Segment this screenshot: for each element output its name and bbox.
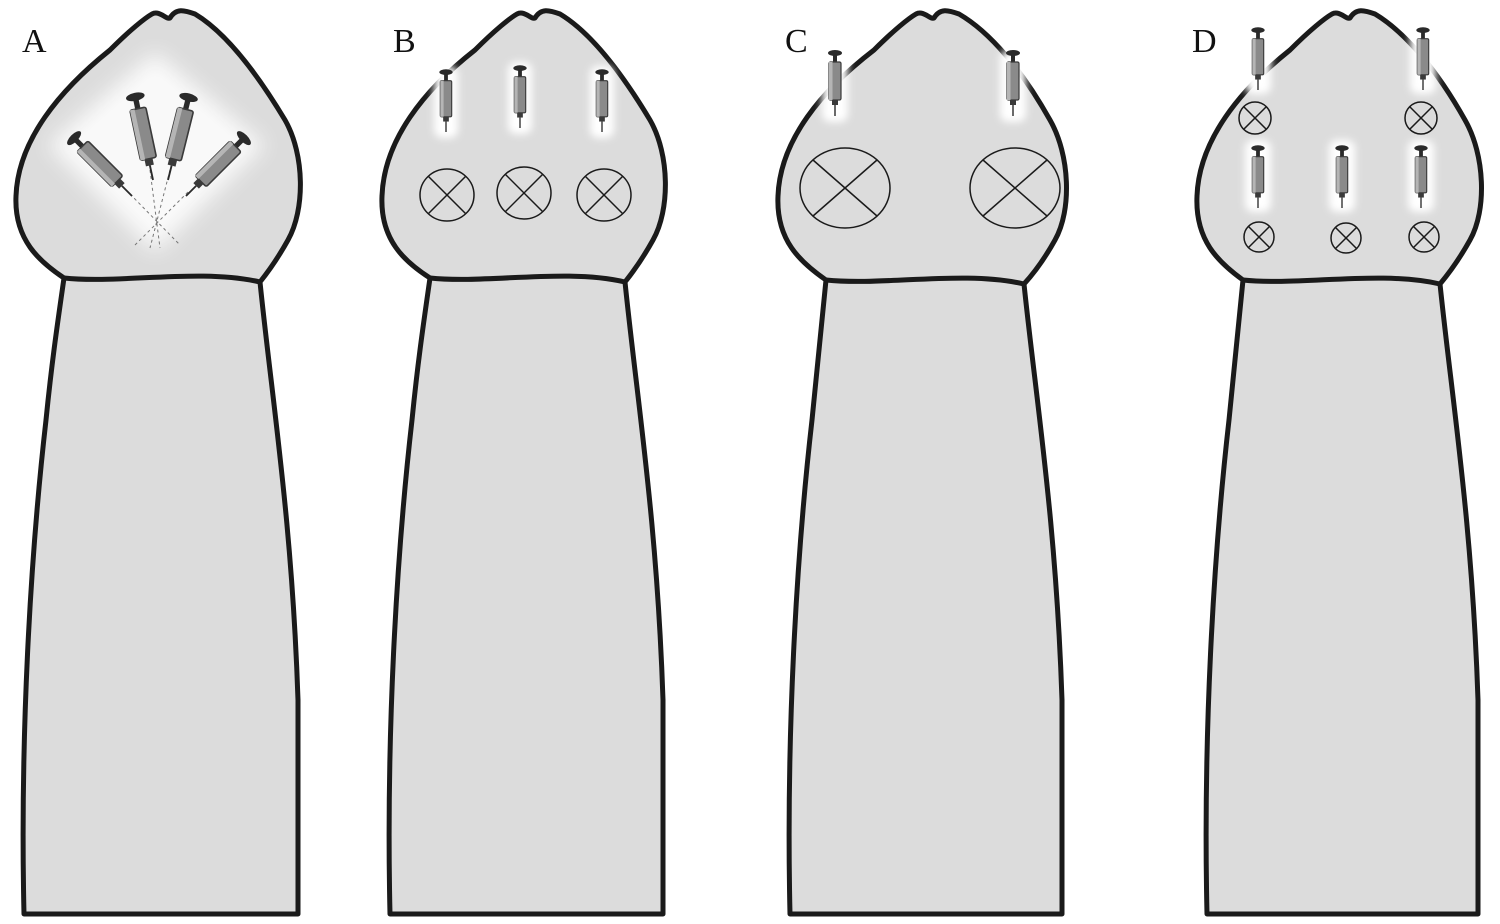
target-c-1-icon [799, 147, 891, 229]
glans-junction-c [825, 275, 1025, 287]
panel-b: B [379, 8, 668, 917]
target-d-3-icon [1243, 221, 1275, 253]
target-b-2-icon [496, 166, 552, 220]
penis-outline-a [13, 8, 303, 917]
panel-label-a: A [22, 23, 47, 60]
target-d-2-icon [1404, 101, 1438, 135]
needle-tracks-a [129, 169, 189, 249]
target-d-5-icon [1408, 221, 1440, 253]
penis-outline-b [379, 8, 668, 917]
panel-c: C [775, 8, 1069, 917]
target-c-2-icon [969, 147, 1061, 229]
target-b-1-icon [419, 168, 475, 222]
panel-label-c: C [785, 23, 808, 60]
penis-outline-c [775, 8, 1069, 917]
glans-junction-a [63, 273, 261, 285]
target-b-3-icon [576, 168, 632, 222]
glow-area-a [48, 52, 265, 252]
glans-junction-d [1242, 275, 1441, 287]
target-d-1-icon [1238, 101, 1272, 135]
panel-a: A [13, 8, 303, 917]
panel-label-d: D [1192, 23, 1217, 60]
target-d-4-icon [1330, 222, 1362, 254]
penis-outline-d [1194, 8, 1484, 917]
panel-d: D [1192, 8, 1484, 917]
panel-label-b: B [393, 23, 416, 60]
glans-junction-b [429, 273, 626, 285]
